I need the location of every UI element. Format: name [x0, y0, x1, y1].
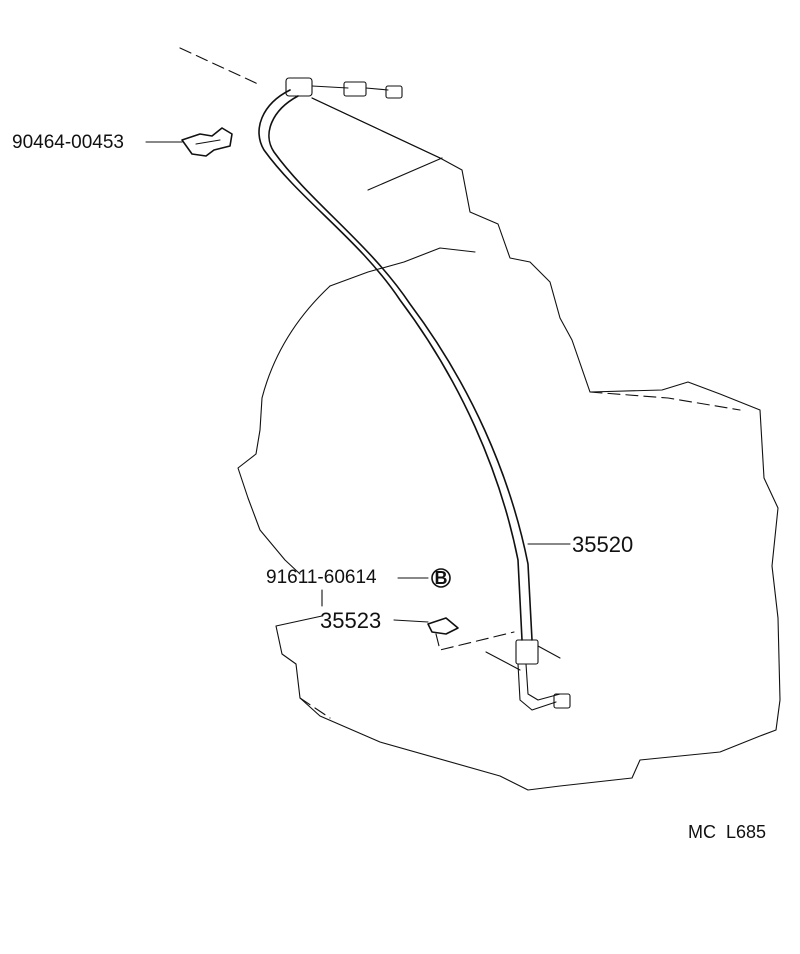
- cable-part-number: 35520: [572, 532, 633, 557]
- clamp-icon: [181, 127, 233, 157]
- diagram-code: MC L685: [688, 822, 766, 842]
- clamp-part-number: 90464-00453: [12, 132, 124, 153]
- callout-leaders: [145, 141, 571, 623]
- bolt-mark-badge: B: [431, 568, 451, 588]
- transmission-housing: [237, 97, 781, 791]
- throttle-cable: [258, 77, 571, 711]
- bracket-part-number: 35523: [320, 608, 381, 633]
- bolt-part-number: 91611-60614: [266, 567, 377, 588]
- cable-leader-dashed: [179, 47, 259, 85]
- bracket-icon: [427, 617, 515, 651]
- bolt-mark-letter: B: [435, 568, 448, 588]
